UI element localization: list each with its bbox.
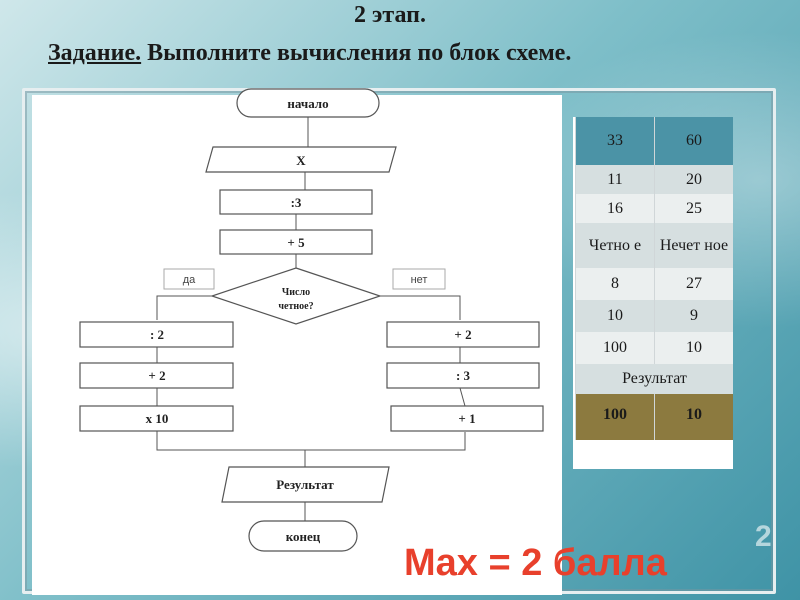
yes-step-1-label: : 2 bbox=[150, 327, 164, 342]
end-label: конец bbox=[286, 529, 321, 544]
connector-merge bbox=[156, 431, 466, 451]
no-label-box bbox=[392, 268, 446, 290]
final-cell: 100 bbox=[575, 394, 655, 436]
table-cell: 27 bbox=[654, 268, 733, 300]
no-step-1-label: + 2 bbox=[454, 327, 471, 342]
table-row: 10 9 bbox=[575, 300, 733, 332]
result-label-cell: Результат bbox=[575, 364, 733, 394]
yes-label: да bbox=[183, 274, 196, 286]
start-terminal bbox=[236, 88, 380, 118]
yes-step-3 bbox=[79, 405, 234, 432]
table-cell: 8 bbox=[575, 268, 655, 300]
table-row: Результат bbox=[575, 364, 733, 394]
table-row: 16 25 bbox=[575, 194, 733, 223]
table-cell: 11 bbox=[575, 165, 655, 194]
table-cell: 100 bbox=[575, 332, 655, 364]
connector bbox=[459, 387, 466, 407]
task-heading: Задание. Выполните вычисления по блок сх… bbox=[48, 40, 571, 67]
start-label: начало bbox=[287, 96, 328, 111]
table-cell: Четно е bbox=[575, 223, 655, 268]
no-step-3-label: + 1 bbox=[458, 411, 475, 426]
output-block bbox=[221, 466, 390, 503]
table-cell: 10 bbox=[575, 300, 655, 332]
input-label: Х bbox=[296, 153, 306, 168]
end-terminal bbox=[248, 520, 358, 552]
table-row: 11 20 bbox=[575, 165, 733, 194]
table-cell: 60 bbox=[654, 117, 733, 165]
table-cell: 20 bbox=[654, 165, 733, 194]
yes-step-2-label: + 2 bbox=[148, 368, 165, 383]
task-text: Выполните вычисления по блок схеме. bbox=[141, 40, 572, 66]
yes-step-3-label: х 10 bbox=[146, 411, 169, 426]
decision-line1: Число bbox=[282, 287, 310, 298]
div3-label: :3 bbox=[291, 195, 302, 210]
final-cell: 10 bbox=[654, 394, 733, 436]
input-block bbox=[205, 146, 397, 173]
no-step-2 bbox=[386, 362, 540, 389]
table-cell: 25 bbox=[654, 194, 733, 223]
table-cell: 9 bbox=[654, 300, 733, 332]
decorative-digit: 2 bbox=[755, 520, 772, 553]
decision-block bbox=[210, 267, 382, 325]
table-row: 8 27 bbox=[575, 268, 733, 300]
yes-step-2 bbox=[79, 362, 234, 389]
calc-table: 33 60 11 20 16 25 Четно е Нечет ное 8 27… bbox=[575, 117, 733, 440]
output-label: Результат bbox=[276, 477, 334, 492]
table-cell bbox=[575, 436, 655, 440]
no-step-1 bbox=[386, 321, 540, 348]
table-row bbox=[575, 436, 733, 440]
table-cell: Нечет ное bbox=[654, 223, 733, 268]
stage-title: 2 этап. bbox=[354, 2, 426, 28]
no-label: нет bbox=[411, 274, 428, 286]
table-cell: 10 bbox=[654, 332, 733, 364]
table-row: Четно е Нечет ное bbox=[575, 223, 733, 268]
no-step-2-label: : 3 bbox=[456, 368, 471, 383]
yes-label-box bbox=[163, 268, 215, 290]
task-label: Задание. bbox=[48, 40, 142, 66]
no-step-3 bbox=[390, 405, 544, 432]
connector-yes bbox=[156, 295, 212, 320]
max-score: Max = 2 балла bbox=[404, 542, 667, 584]
table-row: 100 10 bbox=[575, 394, 733, 436]
process-plus5 bbox=[219, 229, 373, 255]
table-row: 100 10 bbox=[575, 332, 733, 364]
table-cell bbox=[654, 436, 733, 440]
table-cell: 33 bbox=[575, 117, 655, 165]
connector-no bbox=[380, 295, 461, 320]
plus5-label: + 5 bbox=[287, 235, 305, 250]
table-cell: 16 bbox=[575, 194, 655, 223]
table-row: 33 60 bbox=[575, 117, 733, 165]
decision-line2: четное? bbox=[278, 301, 313, 312]
yes-step-1 bbox=[79, 321, 234, 348]
process-div3 bbox=[219, 189, 373, 215]
